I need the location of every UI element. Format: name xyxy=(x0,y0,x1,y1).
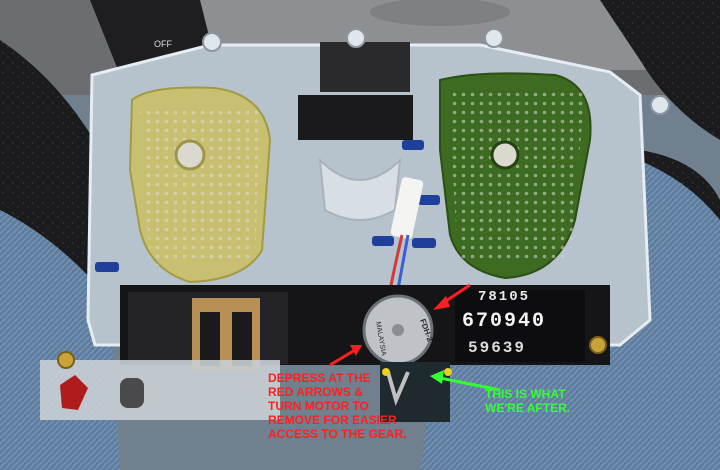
red-annotation-line-3: TURN MOTOR TO xyxy=(268,399,369,413)
right-gauge-hub xyxy=(490,140,520,170)
mounting-holes xyxy=(202,28,670,115)
circuit-board-right-solder xyxy=(448,90,585,260)
red-annotation-line-4: REMOVE FOR EASIER xyxy=(268,413,397,427)
red-annotation-line-5: ACCESS TO THE GEAR. xyxy=(268,427,407,441)
housing-center-window xyxy=(298,95,413,140)
red-indicator-lens xyxy=(60,375,88,410)
odometer-row-1: 78105 xyxy=(478,289,530,305)
green-annotation: THIS IS WHAT WE'RE AFTER. xyxy=(485,387,635,415)
red-annotation-line-2: RED ARROWS & xyxy=(268,385,363,399)
green-arrow xyxy=(430,370,501,392)
brass-screws xyxy=(57,336,607,369)
odometer-drum-window xyxy=(455,290,585,362)
emblem-shape xyxy=(370,0,510,26)
red-arrow-lower xyxy=(329,345,362,367)
wire-connector xyxy=(390,177,424,239)
amber-indicator-lens xyxy=(120,378,144,408)
housing-top-tab xyxy=(320,42,410,92)
gold-bracket-slot-a xyxy=(200,312,220,366)
yellow-clip-b xyxy=(444,368,452,376)
odometer-row-3: 59639 xyxy=(468,339,526,357)
green-annotation-line-1: THIS IS WHAT xyxy=(485,387,566,401)
bulb-sockets xyxy=(95,140,440,272)
steering-wheel-right xyxy=(600,0,720,140)
odometer-row-2: 670940 xyxy=(462,310,546,333)
center-lens xyxy=(318,157,402,221)
left-gauge-hub xyxy=(174,139,206,171)
circuit-board-left-solder xyxy=(140,110,260,265)
yellow-clip-a xyxy=(382,368,390,376)
red-annotation-line-1: DEPRESS AT THE xyxy=(268,371,371,385)
red-annotation: DEPRESS AT THE RED ARROWS & TURN MOTOR T… xyxy=(268,371,407,441)
target-gear xyxy=(386,371,410,406)
gold-bracket-slot-b xyxy=(232,312,252,366)
motor-shaft xyxy=(392,324,404,336)
red-arrow-upper xyxy=(433,283,471,310)
green-annotation-line-2: WE'RE AFTER. xyxy=(485,401,571,415)
dash-off-label: OFF xyxy=(154,39,172,49)
steering-wheel-left xyxy=(0,40,100,300)
